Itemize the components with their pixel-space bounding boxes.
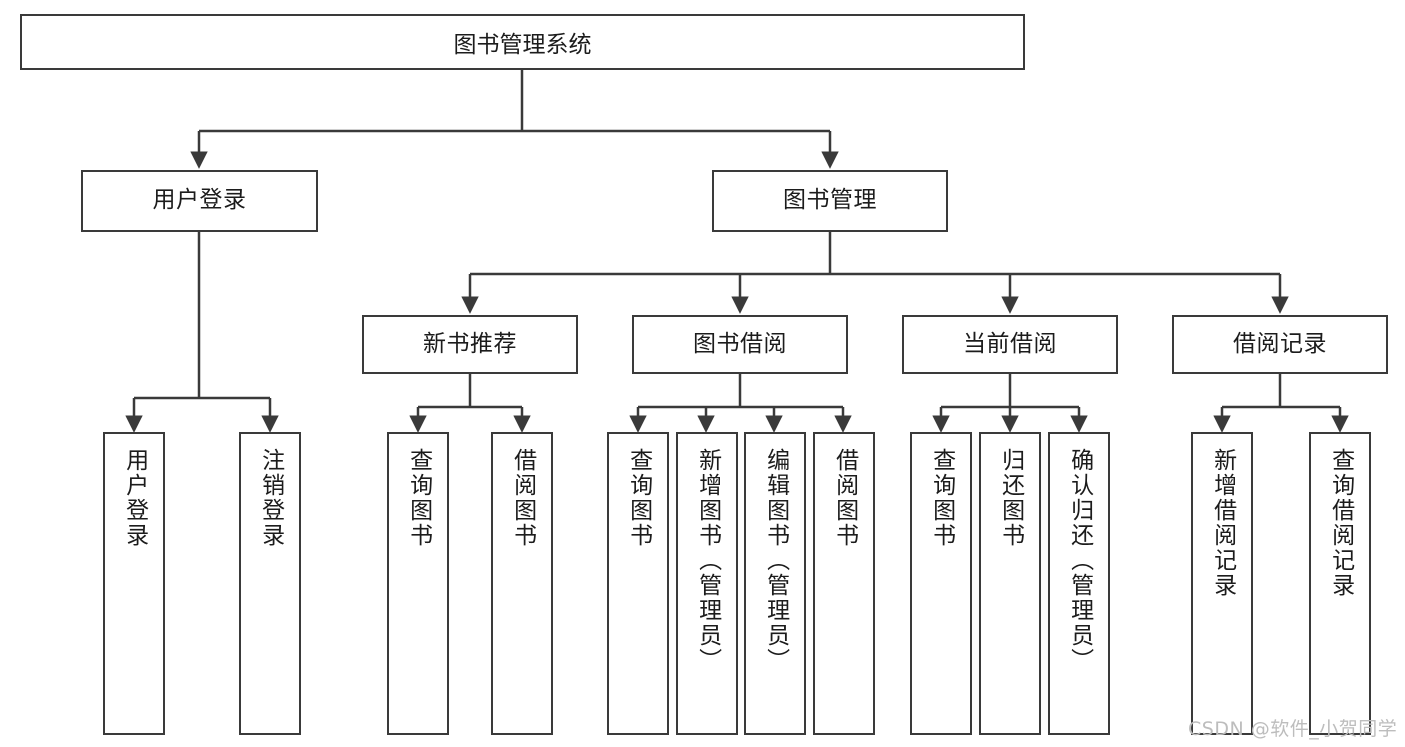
node-leaf-edit-book[interactable]: 编辑图书（管理员） [744, 432, 806, 735]
node-borrow-record[interactable]: 借阅记录 [1172, 315, 1388, 374]
node-leaf-user-login[interactable]: 用户登录 [103, 432, 165, 735]
node-leaf-borrow-book-2-label: 借阅图书 [831, 448, 858, 548]
node-borrow-record-label: 借阅记录 [1233, 330, 1327, 357]
node-leaf-return-book-label: 归还图书 [997, 448, 1024, 548]
node-user-login-label: 用户登录 [152, 187, 247, 214]
node-book-management[interactable]: 图书管理 [712, 170, 948, 232]
node-leaf-borrow-book-1[interactable]: 借阅图书 [491, 432, 553, 735]
node-book-borrow[interactable]: 图书借阅 [632, 315, 848, 374]
node-leaf-add-record[interactable]: 新增借阅记录 [1191, 432, 1253, 735]
node-root[interactable]: 图书管理系统 [20, 14, 1025, 70]
node-leaf-return-book[interactable]: 归还图书 [979, 432, 1041, 735]
node-leaf-query-book-2-label: 查询图书 [625, 448, 652, 548]
node-root-label: 图书管理系统 [453, 32, 592, 58]
node-book-borrow-label: 图书借阅 [693, 330, 787, 357]
node-leaf-add-record-label: 新增借阅记录 [1209, 448, 1236, 598]
node-leaf-query-book-3-label: 查询图书 [928, 448, 955, 548]
node-leaf-query-book-2[interactable]: 查询图书 [607, 432, 669, 735]
node-book-management-label: 图书管理 [783, 187, 877, 214]
node-leaf-logout-login[interactable]: 注销登录 [239, 432, 301, 735]
node-leaf-query-book-1[interactable]: 查询图书 [387, 432, 449, 735]
node-user-login[interactable]: 用户登录 [81, 170, 318, 232]
node-leaf-borrow-book-1-label: 借阅图书 [509, 448, 536, 548]
node-leaf-query-record-label: 查询借阅记录 [1327, 448, 1354, 598]
node-leaf-confirm-return[interactable]: 确认归还（管理员） [1048, 432, 1110, 735]
node-leaf-borrow-book-2[interactable]: 借阅图书 [813, 432, 875, 735]
node-leaf-query-record[interactable]: 查询借阅记录 [1309, 432, 1371, 735]
node-leaf-add-book-label: 新增图书（管理员） [694, 448, 721, 673]
node-current-borrow[interactable]: 当前借阅 [902, 315, 1118, 374]
node-new-book-recommend-label: 新书推荐 [423, 330, 517, 357]
node-new-book-recommend[interactable]: 新书推荐 [362, 315, 578, 374]
node-leaf-query-book-1-label: 查询图书 [405, 448, 432, 548]
node-leaf-query-book-3[interactable]: 查询图书 [910, 432, 972, 735]
node-leaf-confirm-return-label: 确认归还（管理员） [1066, 448, 1093, 673]
node-current-borrow-label: 当前借阅 [963, 330, 1057, 357]
node-leaf-add-book[interactable]: 新增图书（管理员） [676, 432, 738, 735]
node-leaf-logout-login-label: 注销登录 [257, 448, 284, 548]
node-leaf-edit-book-label: 编辑图书（管理员） [762, 448, 789, 673]
node-leaf-user-login-label: 用户登录 [121, 448, 148, 548]
